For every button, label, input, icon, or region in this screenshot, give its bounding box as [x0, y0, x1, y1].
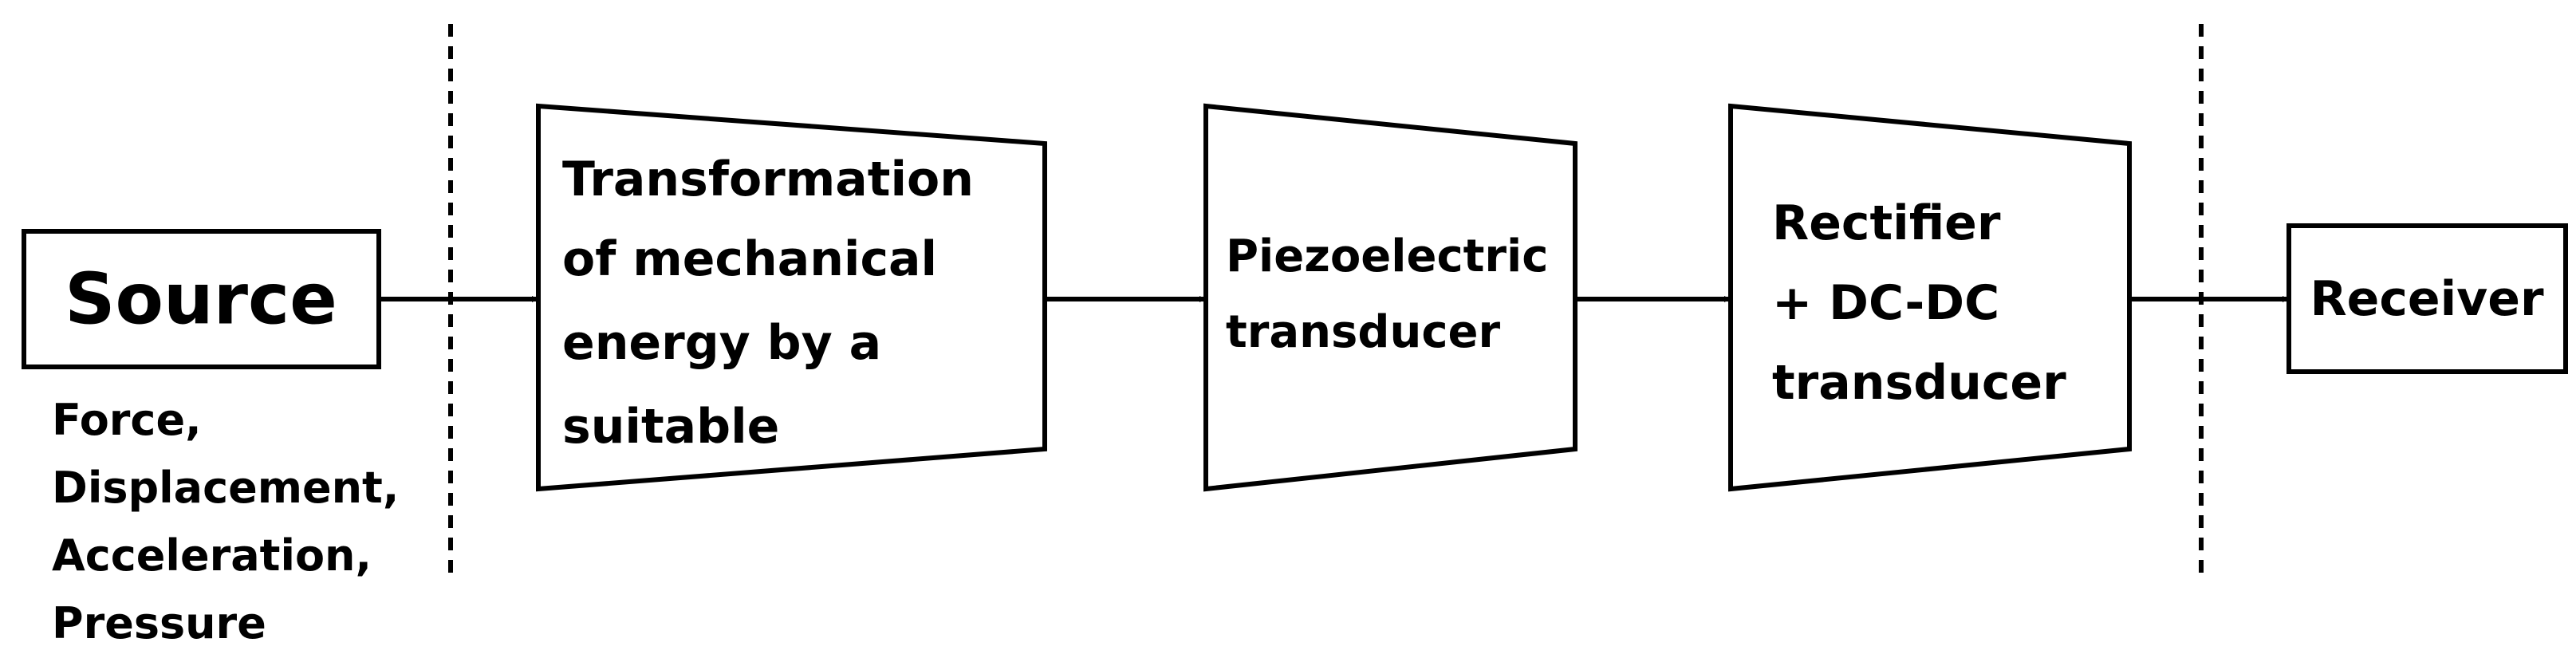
rectifier-dcdc-block	[1728, 103, 2132, 492]
mechanical-text-line: energy by a	[562, 315, 881, 371]
receiver-label: Receiver	[2310, 271, 2544, 327]
source-input-line: Pressure	[52, 598, 266, 648]
mechanical-transformation-block	[536, 103, 1047, 492]
piezoelectric-transducer-text: Piezoelectric transducer	[1226, 231, 1548, 358]
source-input-line: Force,	[52, 395, 202, 445]
rectifier-text-line: Rectifier	[1772, 195, 2001, 251]
source-inputs-text: Force, Displacement, Acceleration, Press…	[52, 395, 399, 648]
mechanical-text-line: Transformation	[562, 152, 974, 207]
source-label: Source	[65, 258, 337, 341]
source-input-line: Displacement,	[52, 463, 399, 513]
rectifier-text-line: transducer	[1772, 355, 2066, 411]
rectifier-text-line: + DC-DC	[1772, 275, 1999, 331]
piezo-text-line: transducer	[1226, 306, 1501, 358]
mechanical-text-line: suitable	[562, 399, 779, 455]
receiver-box	[2286, 223, 2568, 374]
mechanical-text-line: of mechanical	[562, 231, 937, 287]
mechanical-transformation-text: Transformation of mechanical energy by a…	[562, 152, 974, 455]
piezo-text-line: Piezoelectric	[1226, 231, 1548, 282]
source-input-line: Acceleration,	[52, 530, 372, 581]
rectifier-dcdc-text: Rectifier + DC-DC transducer	[1772, 195, 2066, 411]
piezoelectric-transducer-block	[1203, 103, 1578, 492]
